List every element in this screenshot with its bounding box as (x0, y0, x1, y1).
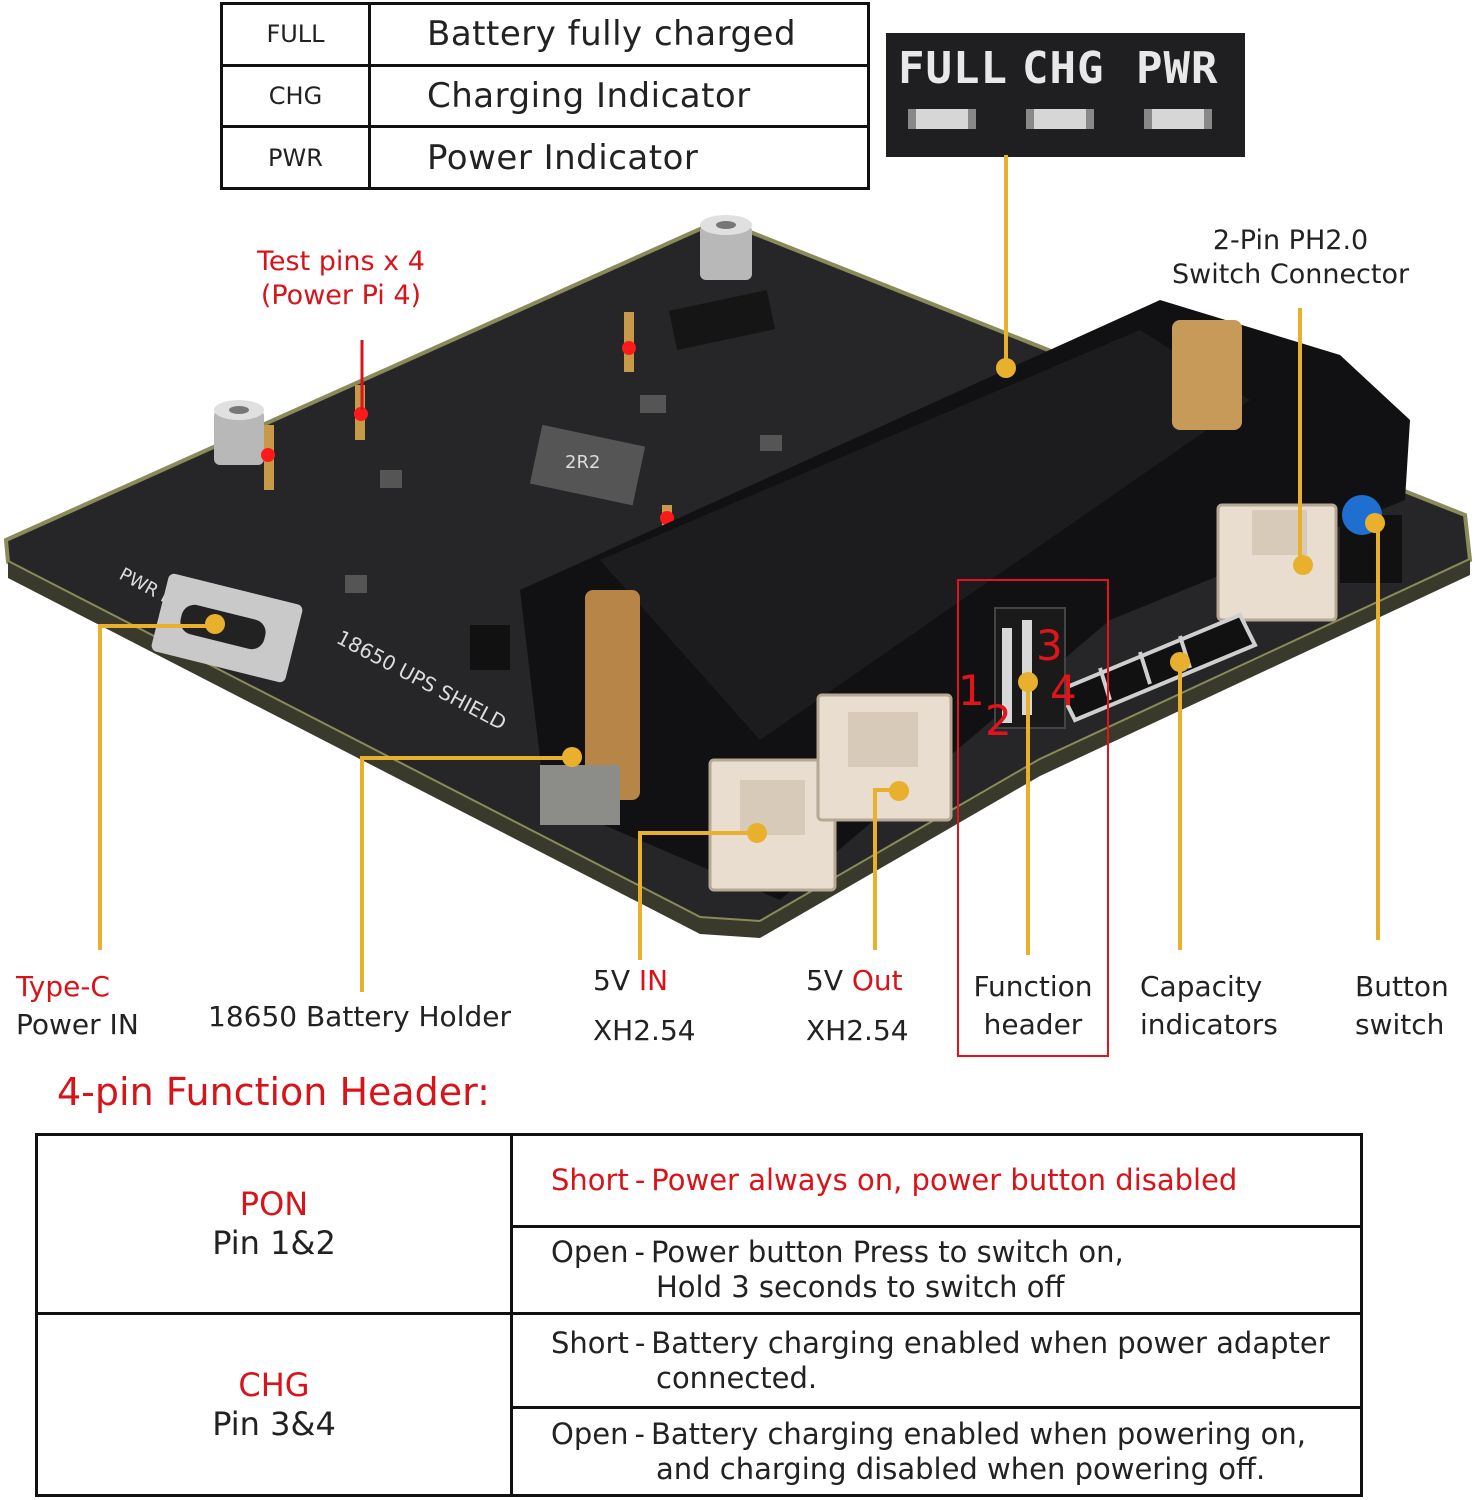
pin-number-3: 3 (1036, 621, 1063, 670)
led-desc: Battery fully charged (368, 2, 870, 67)
button-switch-label: Button switch (1355, 970, 1449, 1041)
function-header-label: Function header (973, 970, 1093, 1041)
led-legend-row: CHG Charging Indicator (220, 63, 870, 129)
pin-cell-chg: CHG Pin 3&4 (35, 1312, 513, 1497)
table-row: Open-Battery charging enabled when power… (37, 1406, 1363, 1497)
pin-numbers: Pin 1&2 (212, 1224, 336, 1262)
pin-cell-pon: PON Pin 1&2 (35, 1133, 513, 1315)
silk-pwr-label: PWR (1136, 43, 1219, 94)
pin-name: CHG (238, 1365, 310, 1404)
xh254-in-connector-icon (708, 758, 837, 892)
led-desc: Charging Indicator (368, 63, 870, 129)
pin-name: PON (239, 1185, 309, 1223)
table-row: PON Pin 1&2 Short-Power always on, power… (35, 1133, 1363, 1315)
capacity-indicators-label: Capacity indicators (1140, 970, 1278, 1041)
led-code: FULL (220, 2, 371, 67)
led-legend-row: FULL Battery fully charged (220, 2, 870, 67)
silk-full-label: FULL (898, 43, 1008, 94)
leader-dots (205, 358, 1385, 843)
option-cell: Open-Battery charging enabled when power… (510, 1406, 1363, 1497)
led-legend-table: FULL Battery fully charged CHG Charging … (220, 2, 870, 190)
test-pin-icon (622, 312, 636, 372)
function-header-title: 4-pin Function Header: (57, 1070, 490, 1114)
switch-connector-label: 2-Pin PH2.0 Switch Connector (1172, 225, 1410, 290)
led-full-icon (908, 109, 976, 129)
test-pins-label: Test pins x 4 (Power Pi 4) (257, 246, 425, 311)
test-pin-icon (354, 385, 368, 440)
led-code: CHG (220, 63, 371, 129)
ph20-switch-connector-icon (1216, 503, 1338, 622)
battery-holder-icon (520, 300, 1410, 900)
led-pwr-icon (1144, 109, 1212, 129)
5v-out-label: 5V Out XH2.54 (806, 964, 909, 1047)
type-c-label: Type-C Power IN (16, 970, 139, 1041)
table-row: CHG Pin 3&4 Short-Battery charging enabl… (35, 1312, 1363, 1497)
battery-holder-label: 18650 Battery Holder (208, 1000, 511, 1033)
silk-chg-label: CHG (1022, 43, 1105, 94)
led-silkscreen-inset: FULL CHG PWR (886, 33, 1245, 157)
pin-number-2: 2 (985, 696, 1012, 745)
xh254-out-connector-icon (816, 693, 953, 822)
pin-number-4: 4 (1050, 666, 1077, 715)
led-chg-icon (1026, 109, 1094, 129)
inductor-icon: 2R2 (529, 424, 646, 506)
led-legend-row: PWR Power Indicator (220, 125, 870, 190)
standoff-icon (700, 215, 752, 280)
ups-board-illustration: 2R2 PWR IN 18650 UPS SHIELD (3, 155, 1473, 1057)
function-header-icon: 1 2 3 4 (958, 607, 1077, 745)
ic-chip (668, 290, 776, 350)
option-cell: Open-Power button Press to switch on, Ho… (510, 1225, 1363, 1315)
led-code: PWR (220, 125, 371, 190)
function-header-table: PON Pin 1&2 Short-Power always on, power… (35, 1133, 1363, 1497)
pin-number-1: 1 (958, 666, 985, 715)
option-cell: Short-Power always on, power button disa… (510, 1133, 1363, 1228)
option-cell: Short-Battery charging enabled when powe… (510, 1312, 1363, 1409)
standoff-icon (214, 400, 264, 465)
inductor-mark: 2R2 (565, 452, 600, 473)
pin-numbers: Pin 3&4 (212, 1404, 336, 1443)
table-row: Open-Power button Press to switch on, Ho… (37, 1225, 1363, 1315)
test-pin-icon (261, 425, 275, 490)
5v-in-label: 5V IN XH2.54 (593, 964, 696, 1047)
led-desc: Power Indicator (368, 125, 870, 190)
function-header-frame (957, 579, 1109, 1057)
